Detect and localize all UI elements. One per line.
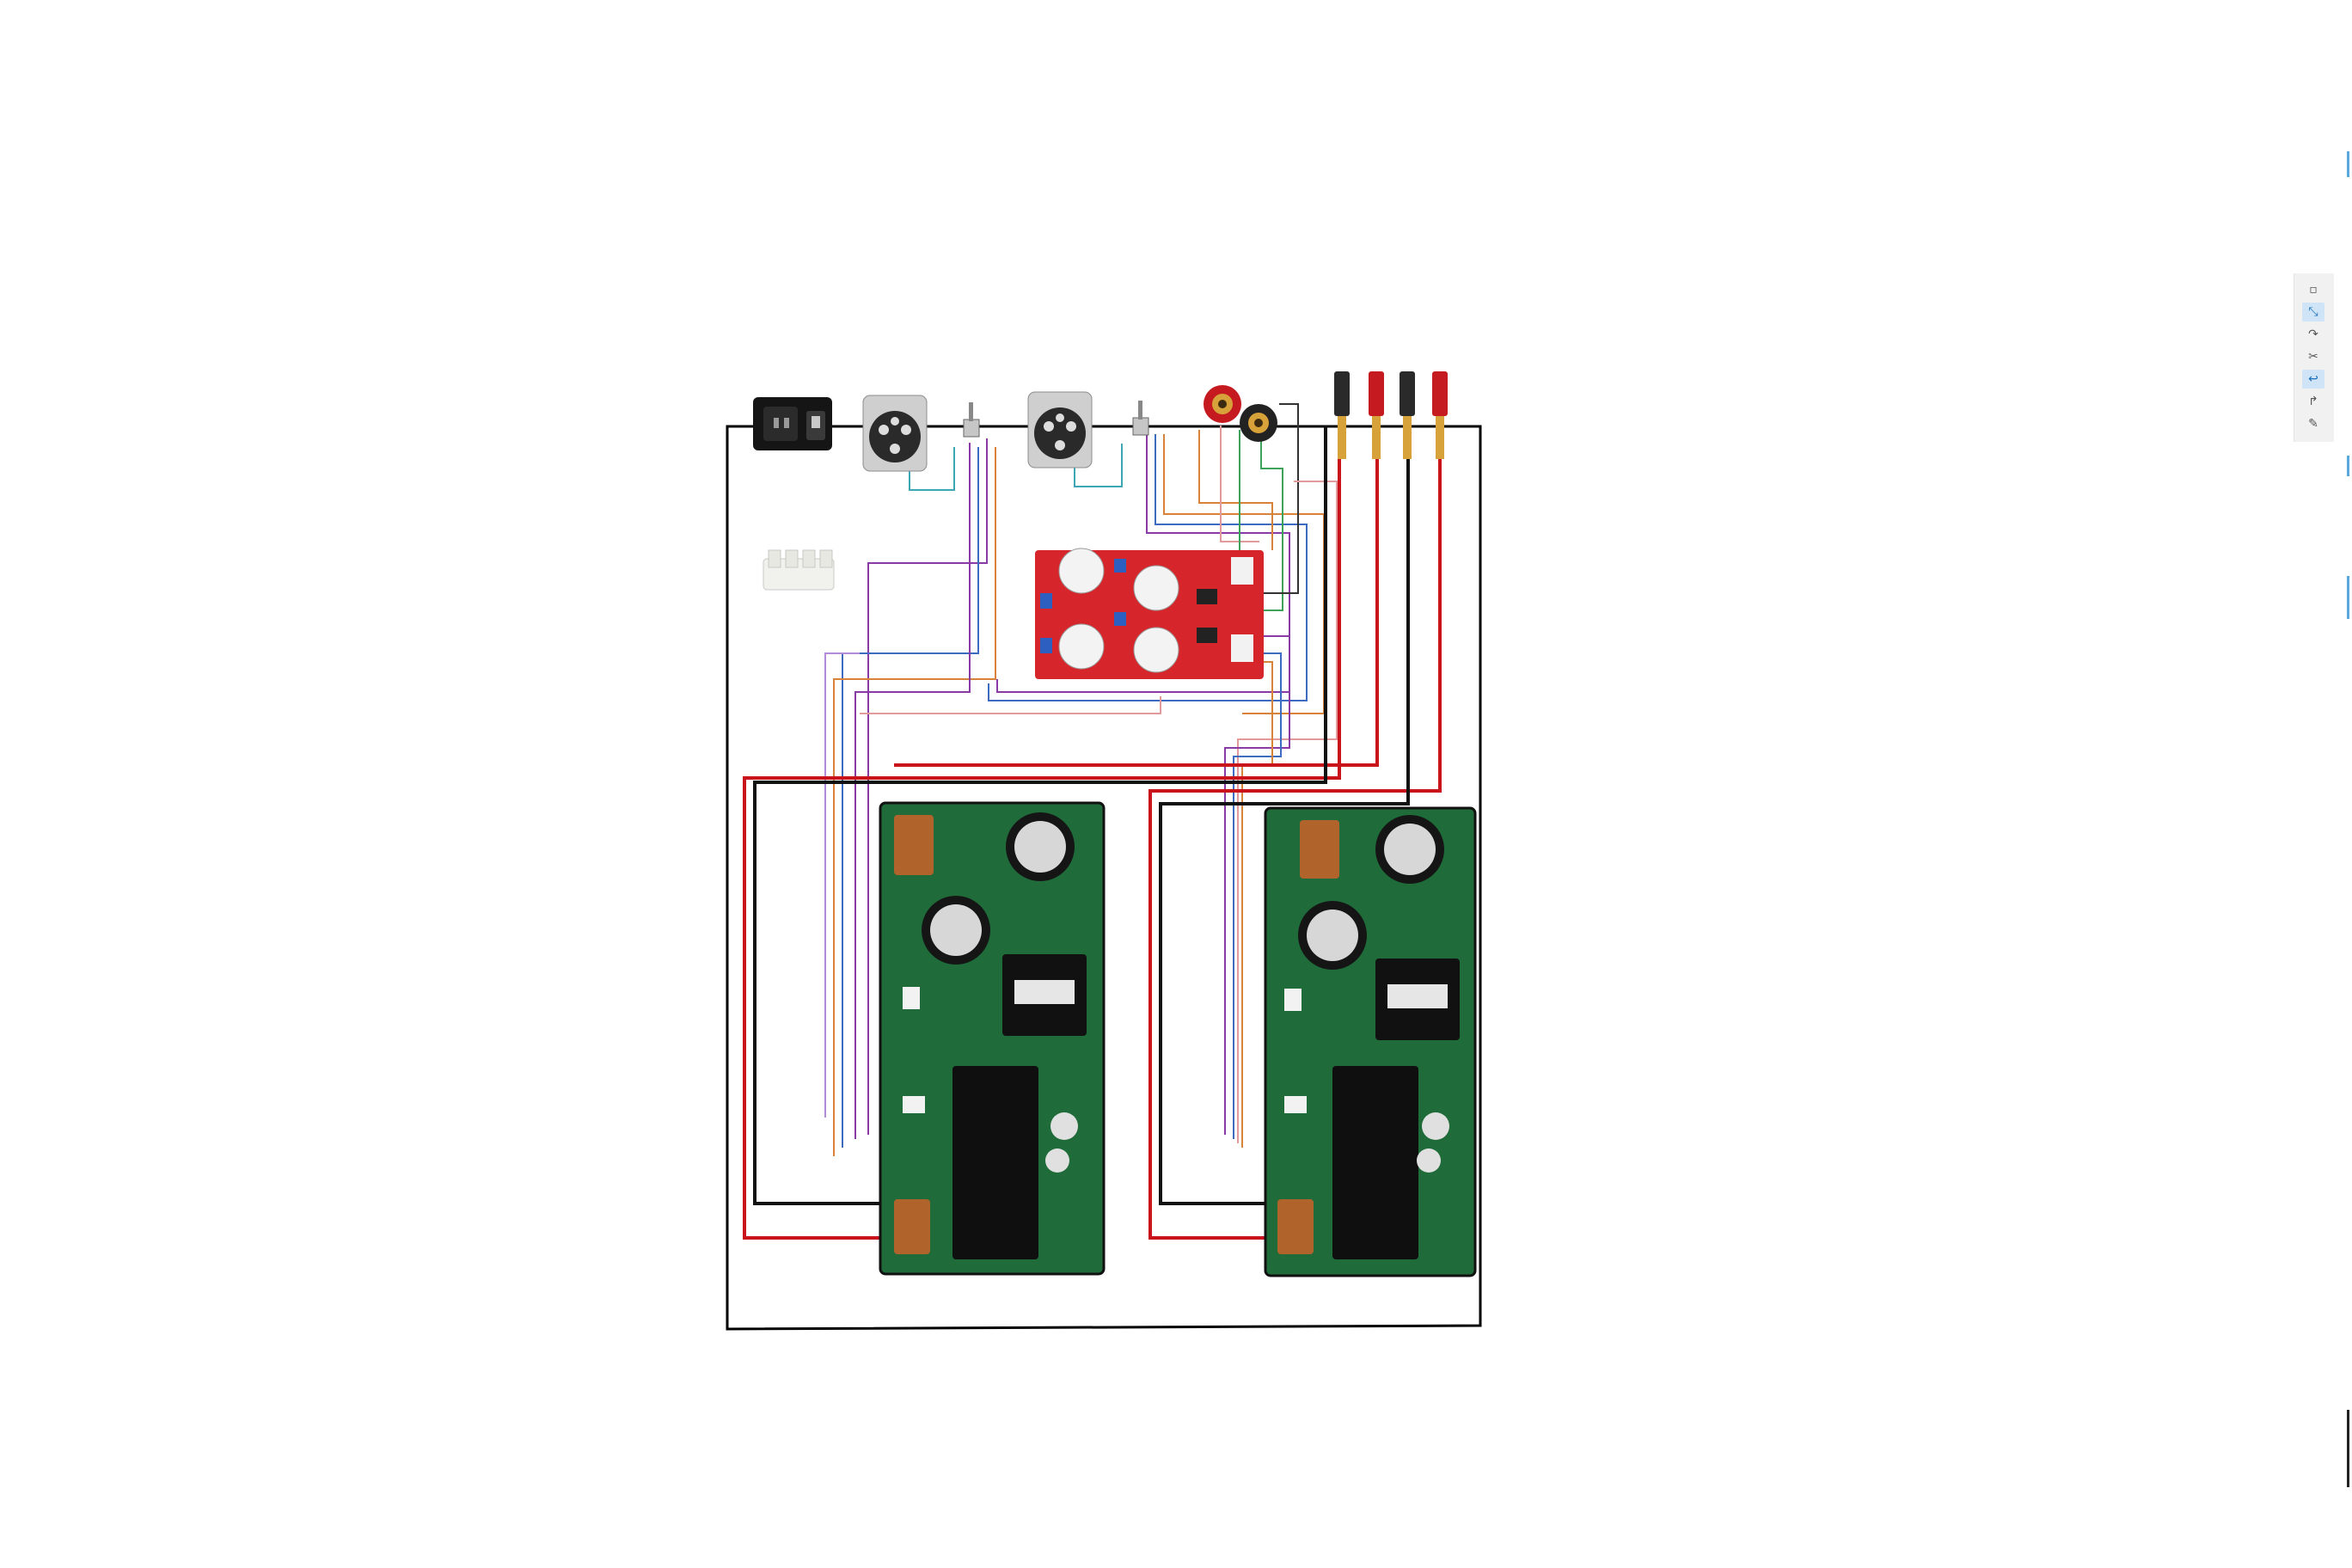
amplifier-module-right [1264,806,1477,1277]
preamp-board [1035,548,1264,679]
chassis-outline [726,425,1482,1331]
rca-jack-red [1204,385,1241,423]
binding-post-red-1 [1369,371,1384,459]
binding-post-black-1 [1334,371,1350,459]
curve-tool-icon[interactable]: ↷ [2308,328,2318,341]
bend-tool-icon[interactable]: ↩ [2302,370,2324,389]
rca-jack-black [1240,404,1277,442]
toggle-switch-left [963,402,980,438]
xlr-connector-left [862,395,928,472]
tool-palette: ▫ ⤡ ↷ ✂ ↩ ↱ ✎ [2294,273,2334,442]
xlr-connector-right [1027,391,1093,469]
terminal-block [763,549,835,591]
amplifier-module-left [879,801,1106,1276]
edge-guides [2347,151,2349,1487]
power-wires [743,426,1442,1240]
binding-post-red-2 [1432,371,1448,459]
binding-post-black-2 [1400,371,1415,459]
select-icon[interactable]: ▫ [2309,283,2318,297]
probe-tool-icon[interactable]: ✎ [2308,417,2318,431]
binding-posts [1334,371,1448,459]
iec-inlet [753,397,832,450]
toggle-switch-right [1132,401,1149,436]
route-tool-icon[interactable]: ↱ [2308,395,2318,408]
wire-tool-icon[interactable]: ⤡ [2302,303,2324,322]
cut-tool-icon[interactable]: ✂ [2308,350,2318,364]
